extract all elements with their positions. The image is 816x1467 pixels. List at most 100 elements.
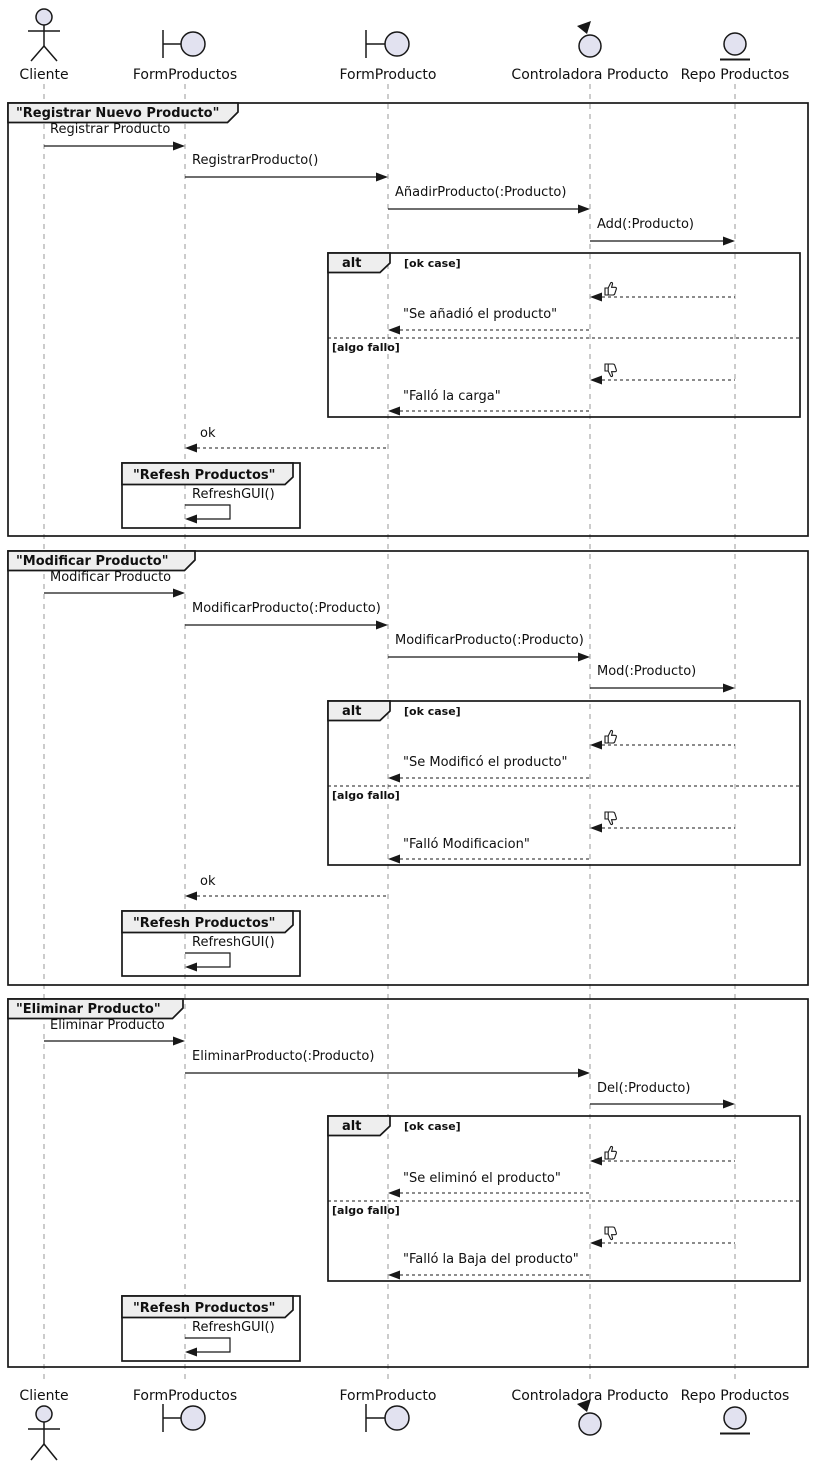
group-title: "Refesh Productos" — [133, 1301, 275, 1316]
participant-label-formproducto: FormProducto — [340, 67, 437, 83]
control-icon-controladora — [577, 21, 602, 58]
message-registrar-producto: Registrar Producto — [44, 122, 185, 151]
boundary-icon-formproducto — [365, 1404, 410, 1432]
self-message-refreshgui: RefreshGUI() — [185, 935, 275, 972]
guard-ok-case: [ok case] — [404, 1120, 461, 1133]
arrowhead — [376, 620, 388, 630]
svg-text:RefreshGUI(): RefreshGUI() — [192, 487, 275, 502]
boundary-icon-formproductos — [162, 1404, 206, 1432]
group-title: "Refesh Productos" — [133, 468, 275, 483]
svg-text:RefreshGUI(): RefreshGUI() — [192, 935, 275, 950]
message-mod-call: Mod(:Producto) — [590, 664, 735, 693]
message-eliminarproducto-call: EliminarProducto(:Producto) — [185, 1049, 590, 1078]
arrowhead — [590, 1156, 602, 1166]
svg-text:Mod(:Producto): Mod(:Producto) — [597, 664, 696, 679]
frame-title-tab — [7, 550, 196, 572]
svg-text:Registrar Producto: Registrar Producto — [50, 122, 170, 137]
message-add-call: Add(:Producto) — [590, 217, 735, 246]
alt-keyword-tab — [327, 700, 391, 722]
arrowhead — [578, 1068, 590, 1078]
arrowhead — [723, 683, 735, 693]
message-modificarproducto-call1: ModificarProducto(:Producto) — [185, 601, 388, 630]
return-se-modifico: "Se Modificó el producto" — [388, 755, 590, 783]
participant-label-cliente: Cliente — [19, 67, 68, 83]
arrowhead — [173, 588, 185, 598]
entity-icon-repo — [720, 1406, 750, 1435]
alt-keyword-tab — [327, 1115, 391, 1137]
frame-eliminar: "Eliminar Producto" Eliminar Producto El… — [7, 998, 809, 1368]
group-title-tab — [121, 910, 294, 934]
arrowhead — [590, 292, 602, 302]
frame-title-tab — [7, 998, 184, 1020]
return-thumbs-down — [590, 1226, 735, 1248]
arrowhead — [185, 962, 197, 972]
svg-text:"Se añadió el producto": "Se añadió el producto" — [403, 307, 557, 322]
guard-algo-fallo: [algo fallo] — [332, 789, 400, 802]
participants-bottom: Cliente FormProductos FormProducto Contr… — [19, 1388, 789, 1461]
participants-top: Cliente FormProductos FormProducto Contr… — [19, 8, 790, 83]
participant-label-controladora: Controladora Producto — [511, 1388, 668, 1404]
return-thumbs-up — [590, 1145, 735, 1166]
group-title-tab — [121, 462, 294, 486]
arrowhead — [578, 204, 590, 214]
guard-algo-fallo: [algo fallo] — [332, 1204, 400, 1217]
frame-title-eliminar: "Eliminar Producto" — [16, 1002, 161, 1017]
svg-text:"Se Modificó el producto": "Se Modificó el producto" — [403, 755, 568, 770]
alt-fragment-registrar: alt [ok case] "Se añadió el producto" [a… — [327, 252, 801, 418]
arrowhead — [590, 740, 602, 750]
svg-text:Eliminar Producto: Eliminar Producto — [50, 1018, 165, 1033]
arrowhead — [723, 1099, 735, 1109]
group-title-tab — [121, 1295, 294, 1319]
svg-text:"Falló Modificacion": "Falló Modificacion" — [403, 837, 530, 852]
group-refresh-productos: "Refesh Productos" RefreshGUI() — [121, 462, 301, 529]
arrowhead — [185, 514, 197, 524]
arrowhead — [590, 1238, 602, 1248]
group-title: "Refesh Productos" — [133, 916, 275, 931]
guard-ok-case: [ok case] — [404, 257, 461, 270]
message-modificar-producto: Modificar Producto — [44, 570, 185, 598]
arrowhead — [388, 325, 400, 335]
svg-text:Del(:Producto): Del(:Producto) — [597, 1081, 690, 1096]
arrowhead — [376, 172, 388, 182]
message-del-call: Del(:Producto) — [590, 1081, 735, 1109]
arrowhead — [723, 236, 735, 246]
alt-fragment-modificar: alt [ok case] "Se Modificó el producto" … — [327, 700, 801, 866]
arrowhead — [590, 823, 602, 833]
return-thumbs-down — [590, 363, 735, 385]
arrowhead — [185, 443, 197, 453]
svg-text:Add(:Producto): Add(:Producto) — [597, 217, 694, 232]
frame-title-modificar: "Modificar Producto" — [16, 554, 169, 569]
group-refresh-productos: "Refesh Productos" RefreshGUI() — [121, 910, 301, 977]
frame-modificar: "Modificar Producto" Modificar Producto … — [7, 550, 809, 986]
arrowhead — [388, 406, 400, 416]
actor-icon-cliente — [28, 8, 60, 62]
alt-keyword-tab — [327, 252, 391, 274]
participant-label-repo: Repo Productos — [681, 67, 790, 83]
svg-text:EliminarProducto(:Producto): EliminarProducto(:Producto) — [192, 1049, 374, 1064]
arrowhead — [185, 891, 197, 901]
message-registrarproducto-call: RegistrarProducto() — [185, 153, 388, 182]
return-ok: ok — [185, 874, 388, 901]
arrowhead — [388, 854, 400, 864]
frame-title-registrar: "Registrar Nuevo Producto" — [16, 106, 219, 121]
svg-text:AñadirProducto(:Producto): AñadirProducto(:Producto) — [395, 185, 566, 200]
svg-text:Modificar Producto: Modificar Producto — [50, 570, 171, 585]
alt-keyword: alt — [342, 704, 361, 719]
return-fallo-modificacion: "Falló Modificacion" — [388, 837, 590, 864]
alt-keyword: alt — [342, 256, 361, 271]
svg-text:ModificarProducto(:Producto): ModificarProducto(:Producto) — [395, 633, 584, 648]
svg-text:RefreshGUI(): RefreshGUI() — [192, 1320, 275, 1335]
return-fallo-carga: "Falló la carga" — [388, 389, 590, 416]
message-anadirproducto-call: AñadirProducto(:Producto) — [388, 185, 590, 214]
arrowhead — [578, 652, 590, 662]
return-thumbs-up — [590, 729, 735, 750]
svg-text:"Se eliminó el producto": "Se eliminó el producto" — [403, 1171, 561, 1186]
guard-ok-case: [ok case] — [404, 705, 461, 718]
svg-text:"Falló la Baja del producto": "Falló la Baja del producto" — [403, 1252, 579, 1267]
boundary-icon-formproducto — [365, 30, 410, 58]
self-message-refreshgui: RefreshGUI() — [185, 1320, 275, 1357]
participant-label-formproductos: FormProductos — [133, 1388, 237, 1404]
arrowhead — [173, 141, 185, 151]
